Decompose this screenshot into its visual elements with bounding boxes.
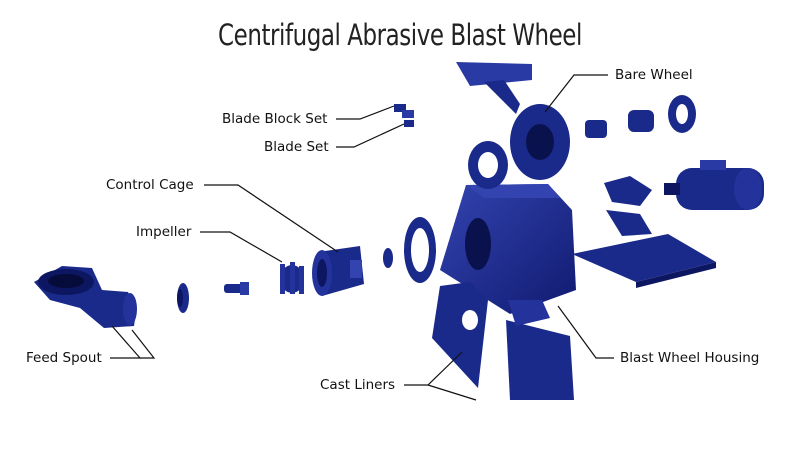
label-blast-wheel-housing: Blast Wheel Housing xyxy=(620,350,760,366)
leader-impeller xyxy=(200,231,283,263)
flange-ring-part xyxy=(404,217,436,283)
leader-blade-set xyxy=(336,123,405,148)
blade-block-set-part xyxy=(394,104,414,127)
impeller-part xyxy=(280,262,304,294)
leader-blade-block-set xyxy=(336,105,395,120)
housing-top-flange-part xyxy=(468,141,508,189)
label-blade-block-set: Blade Block Set xyxy=(222,111,328,127)
leader-cast-liners-b xyxy=(427,384,477,401)
leader-control-cage xyxy=(204,184,339,253)
blast-wheel-housing-part xyxy=(440,184,576,314)
small-disc-part xyxy=(383,248,393,268)
coupling-guard-part xyxy=(604,176,652,236)
cast-liners-part xyxy=(432,282,574,400)
diagram-title: Centrifugal Abrasive Blast Wheel xyxy=(218,18,582,52)
label-cast-liners: Cast Liners xyxy=(320,377,396,393)
leader-bare-wheel xyxy=(544,74,608,113)
hub-parts xyxy=(585,95,696,138)
label-feed-spout: Feed Spout xyxy=(26,350,102,366)
label-bare-wheel: Bare Wheel xyxy=(615,67,693,83)
leader-lines xyxy=(110,74,614,401)
control-cage-part xyxy=(312,246,364,296)
leader-feed-spout-a xyxy=(110,325,142,359)
bolt-part xyxy=(224,282,249,295)
feed-spout-part xyxy=(34,266,137,328)
label-blade-set: Blade Set xyxy=(264,139,329,155)
top-guard-part xyxy=(456,62,532,114)
label-impeller: Impeller xyxy=(136,224,192,240)
spacer-ring-part xyxy=(177,283,189,313)
bare-wheel-part xyxy=(510,104,570,180)
motor-part xyxy=(664,160,764,210)
leader-feed-spout-b xyxy=(131,329,156,359)
base-plate-part xyxy=(572,234,716,288)
leader-blast-wheel-housing xyxy=(557,305,614,359)
label-control-cage: Control Cage xyxy=(106,177,194,193)
